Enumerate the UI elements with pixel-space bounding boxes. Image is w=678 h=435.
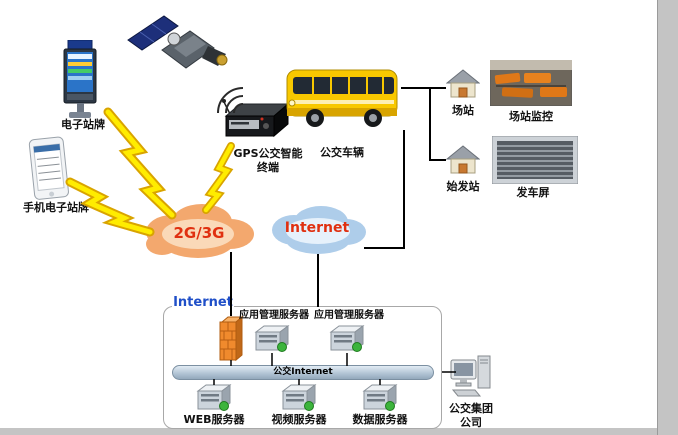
page-margin-right [657,0,678,435]
internet-link-label: Internet [172,295,234,310]
video-server-label: 视频服务器 [271,413,327,426]
station-house-icon [446,68,480,100]
station-label: 场站 [452,104,474,117]
departure-screen-label: 发车屏 [516,186,550,199]
phone-label: 手机电子站牌 [23,201,89,214]
bus-icon [283,58,401,132]
data-server-label: 数据服务器 [352,413,408,426]
backbone-bar: 公交Internet [172,365,434,380]
gps-terminal-label: GPS公交智能 终端 [233,147,303,174]
origin-house-icon [446,144,480,176]
app-server-1-label: 应用管理服务器 [239,310,309,321]
server-room-box [163,306,442,429]
origin-station-label: 始发站 [446,180,480,193]
station-monitor-photo [489,59,573,107]
web-server-label: WEB服务器 [183,413,245,426]
e-stop-sign-label: 电子站牌 [61,118,105,131]
departure-screen-photo [491,135,579,185]
firewall-icon [219,315,244,362]
cloud-2g3g-label: 2G/3G [173,224,225,242]
diagram-page: 电子站牌 手机电子站牌 [0,0,657,429]
cloud-internet: Internet [266,198,368,260]
phone-icon [26,136,76,202]
company-workstation-icon [449,350,493,400]
station-monitor-label: 场站监控 [509,110,553,123]
app-server-2-icon [327,324,367,354]
company-label: 公交集团 公司 [449,402,493,429]
e-stop-sign-icon [52,39,108,120]
video-server-icon [279,383,319,413]
bus-label: 公交车辆 [320,146,364,159]
backbone-label: 公交Internet [273,367,333,377]
cloud-2g3g: 2G/3G [140,194,258,264]
cloud-internet-label: Internet [284,220,350,236]
app-server-1-icon [252,324,292,354]
app-server-2-label: 应用管理服务器 [314,310,384,321]
satellite-icon [122,8,232,93]
web-server-icon [194,383,234,413]
data-server-icon [360,383,400,413]
